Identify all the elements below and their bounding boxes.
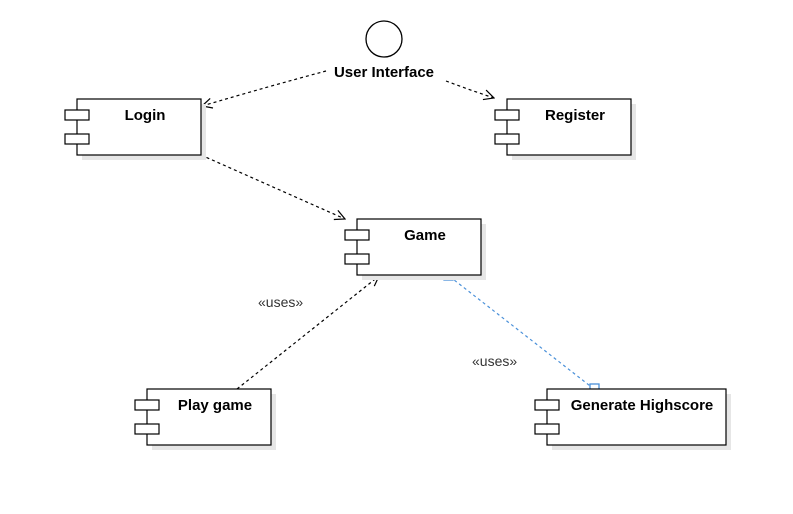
component-port-icon — [534, 399, 560, 411]
component-box — [546, 388, 727, 446]
edge-playgame-to-game[interactable] — [236, 276, 379, 390]
edge-ui-to-login[interactable] — [202, 70, 327, 106]
component-register[interactable]: Register — [494, 98, 636, 160]
component-port-icon — [494, 109, 520, 121]
component-port-icon — [64, 133, 90, 145]
user-interface-node[interactable]: User Interface — [334, 20, 434, 81]
component-label: Generate Highscore — [571, 397, 714, 414]
edge-ui-to-register[interactable] — [445, 80, 494, 98]
component-generate-highscore[interactable]: Generate Highscore — [534, 388, 731, 450]
component-label: Play game — [178, 397, 252, 414]
edge-highscore-to-game[interactable] — [448, 275, 595, 390]
component-port-icon — [534, 423, 560, 435]
edge-label-uses-playgame: «uses» — [258, 294, 303, 310]
component-play-game[interactable]: Play game — [134, 388, 276, 450]
component-port-icon — [344, 253, 370, 265]
edge-label-uses-highscore: «uses» — [472, 353, 517, 369]
component-box — [356, 218, 482, 276]
component-box — [506, 98, 632, 156]
interface-circle — [365, 20, 403, 58]
component-port-icon — [344, 229, 370, 241]
component-port-icon — [134, 423, 160, 435]
component-login[interactable]: Login — [64, 98, 206, 160]
edge-login-to-game[interactable] — [200, 154, 345, 219]
component-label: Login — [125, 107, 166, 124]
component-port-icon — [64, 109, 90, 121]
component-label: Game — [404, 227, 446, 244]
interface-label: User Interface — [334, 64, 434, 81]
component-box — [146, 388, 272, 446]
component-port-icon — [134, 399, 160, 411]
component-box — [76, 98, 202, 156]
component-game[interactable]: Game — [344, 218, 486, 280]
component-label: Register — [545, 107, 605, 124]
component-port-icon — [494, 133, 520, 145]
